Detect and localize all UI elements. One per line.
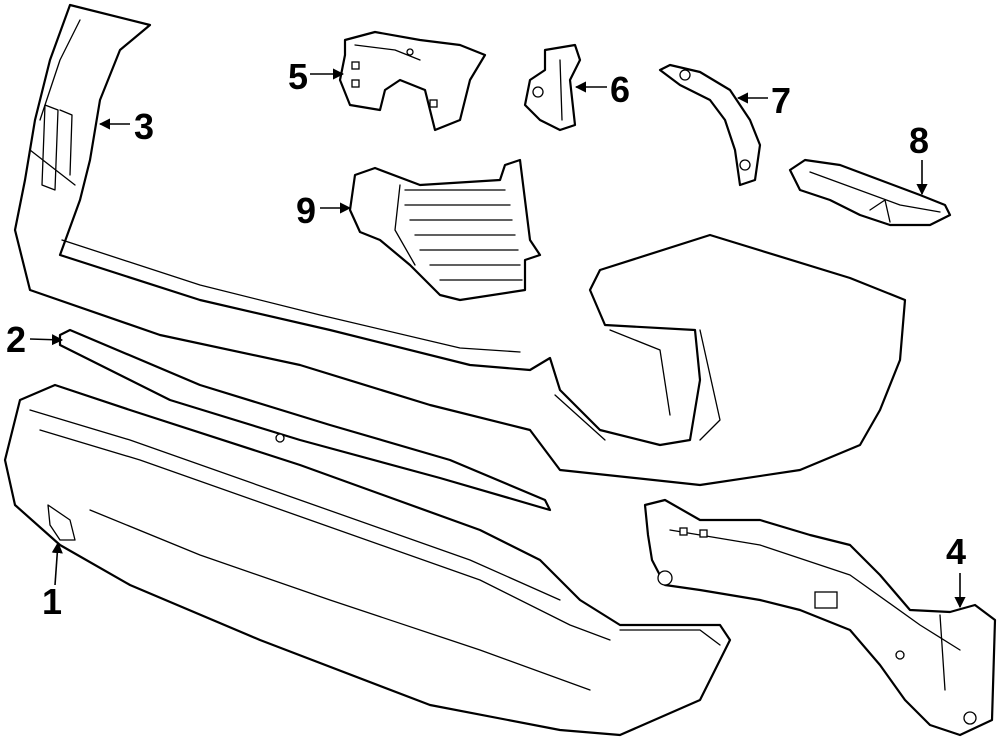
molding-strip-part bbox=[58, 328, 552, 512]
callout-5: 5 bbox=[288, 56, 345, 97]
callout-9: 9 bbox=[296, 190, 352, 231]
callout-9-label: 9 bbox=[296, 190, 316, 231]
callout-6-label: 6 bbox=[610, 69, 630, 110]
bracket-part-6 bbox=[523, 43, 582, 132]
bracket-part-5 bbox=[338, 30, 487, 132]
bracket-part-7 bbox=[658, 63, 762, 187]
callout-4-label: 4 bbox=[946, 531, 966, 572]
callout-4: 4 bbox=[946, 531, 966, 609]
callout-1-label: 1 bbox=[42, 581, 62, 622]
callout-7-label: 7 bbox=[771, 80, 791, 121]
callout-5-label: 5 bbox=[288, 56, 308, 97]
callout-2-label: 2 bbox=[6, 319, 26, 360]
frame-bracket-part bbox=[643, 498, 997, 737]
callout-3: 3 bbox=[98, 106, 154, 147]
grille-insert-part bbox=[348, 158, 542, 302]
face-bar-part bbox=[3, 383, 732, 737]
callout-3-label: 3 bbox=[134, 106, 154, 147]
callout-1: 1 bbox=[42, 541, 63, 622]
bumper-cover-part bbox=[13, 3, 907, 487]
bracket-part-8 bbox=[788, 158, 952, 227]
callout-8-label: 8 bbox=[909, 120, 929, 161]
callout-8: 8 bbox=[909, 120, 929, 196]
callout-2: 2 bbox=[6, 319, 64, 360]
callout-7: 7 bbox=[736, 80, 791, 121]
callout-6: 6 bbox=[574, 69, 630, 110]
